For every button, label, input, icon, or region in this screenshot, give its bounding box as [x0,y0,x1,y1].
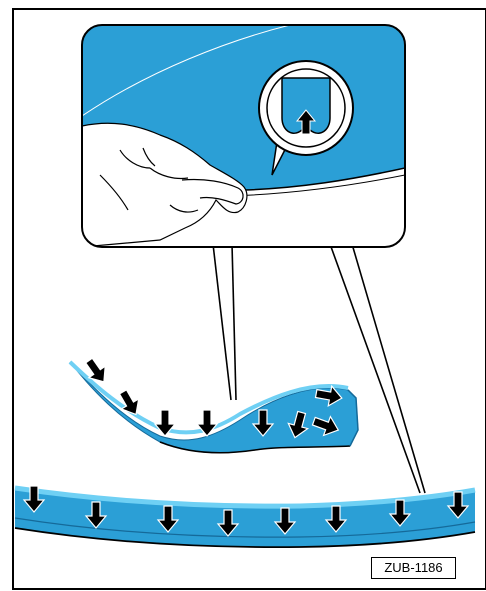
figure-reference-code: ZUB-1186 [371,557,456,579]
push-down-arrow-icon [81,355,112,388]
callout-leader-lines [213,244,425,493]
upper-trim-piece [70,362,358,453]
callout-detail-box [82,25,405,247]
